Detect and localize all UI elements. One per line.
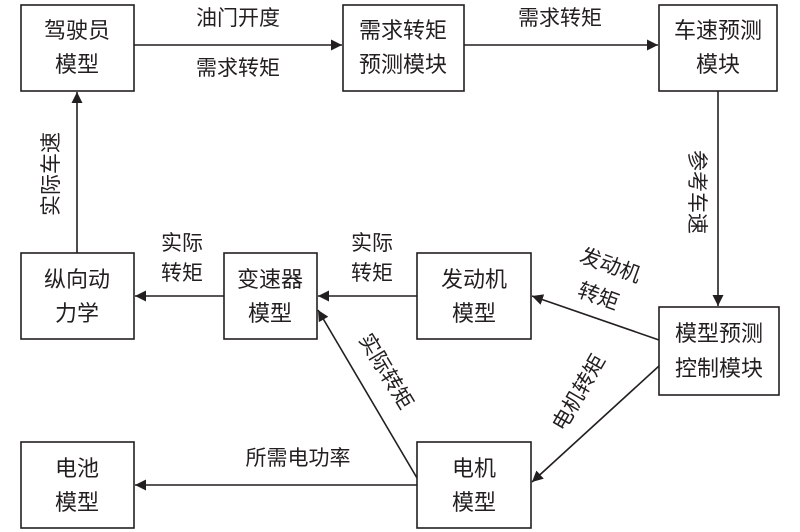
motor-model-line-1: 电机 (452, 457, 496, 482)
battery-model-line-1: 电池 (55, 457, 99, 482)
mpc-to-engine-arrow (531, 294, 660, 341)
motor-model-node: 电机 模型 (416, 441, 532, 529)
driver-model-node: 驾驶员 模型 (20, 4, 135, 92)
transmission-model-line-2: 模型 (248, 302, 292, 327)
driver-model-line-1: 驾驶员 (44, 19, 110, 44)
demand-torque-label-1: 需求转矩 (196, 56, 280, 80)
longitudinal-dynamics-node: 纵向动 力学 (20, 252, 135, 340)
engine-torque-line-2: 转矩 (575, 278, 623, 315)
longitudinal-dynamics-line-2: 力学 (55, 302, 99, 327)
mpc-to-motor-arrow (531, 365, 660, 483)
longitudinal-dynamics-line-1: 纵向动 (44, 268, 110, 293)
demand-torque-label-2: 需求转矩 (518, 6, 602, 30)
actual-torque-engine-line-1: 实际 (351, 231, 393, 255)
mpc-module-node: 模型预测 控制模块 (658, 306, 780, 396)
engine-model-line-2: 模型 (452, 302, 496, 327)
driver-model-line-2: 模型 (55, 53, 99, 78)
transmission-model-node: 变速器 模型 (223, 252, 318, 340)
battery-model-node: 电池 模型 (20, 441, 135, 529)
actual-torque-motor-label: 实际转矩 (354, 329, 418, 413)
torque-prediction-line-1: 需求转矩 (359, 19, 447, 44)
speed-prediction-line-1: 车速预测 (674, 19, 762, 44)
reference-speed-label: 参考车速 (685, 150, 709, 234)
motor-to-transmission-arrow (317, 309, 418, 479)
actual-torque-out-line-2: 转矩 (161, 261, 203, 285)
mpc-module-line-1: 模型预测 (675, 322, 763, 347)
mpc-module-line-2: 控制模块 (675, 357, 763, 382)
actual-speed-label: 实际车速 (39, 132, 63, 216)
actual-torque-out-line-1: 实际 (161, 231, 203, 255)
speed-prediction-node: 车速预测 模块 (658, 4, 778, 92)
actual-torque-engine-line-2: 转矩 (351, 261, 393, 285)
engine-model-node: 发动机 模型 (416, 252, 532, 340)
motor-model-line-2: 模型 (452, 491, 496, 516)
torque-prediction-line-2: 预测模块 (359, 53, 447, 78)
engine-model-line-1: 发动机 (441, 268, 507, 293)
torque-prediction-node: 需求转矩 预测模块 (342, 4, 465, 92)
battery-model-line-2: 模型 (55, 491, 99, 516)
speed-prediction-line-2: 模块 (696, 53, 740, 78)
power-demand-label: 所需电功率 (246, 446, 351, 470)
transmission-model-line-1: 变速器 (237, 268, 303, 293)
throttle-label: 油门开度 (196, 6, 280, 30)
motor-torque-label: 电机转矩 (548, 350, 611, 435)
